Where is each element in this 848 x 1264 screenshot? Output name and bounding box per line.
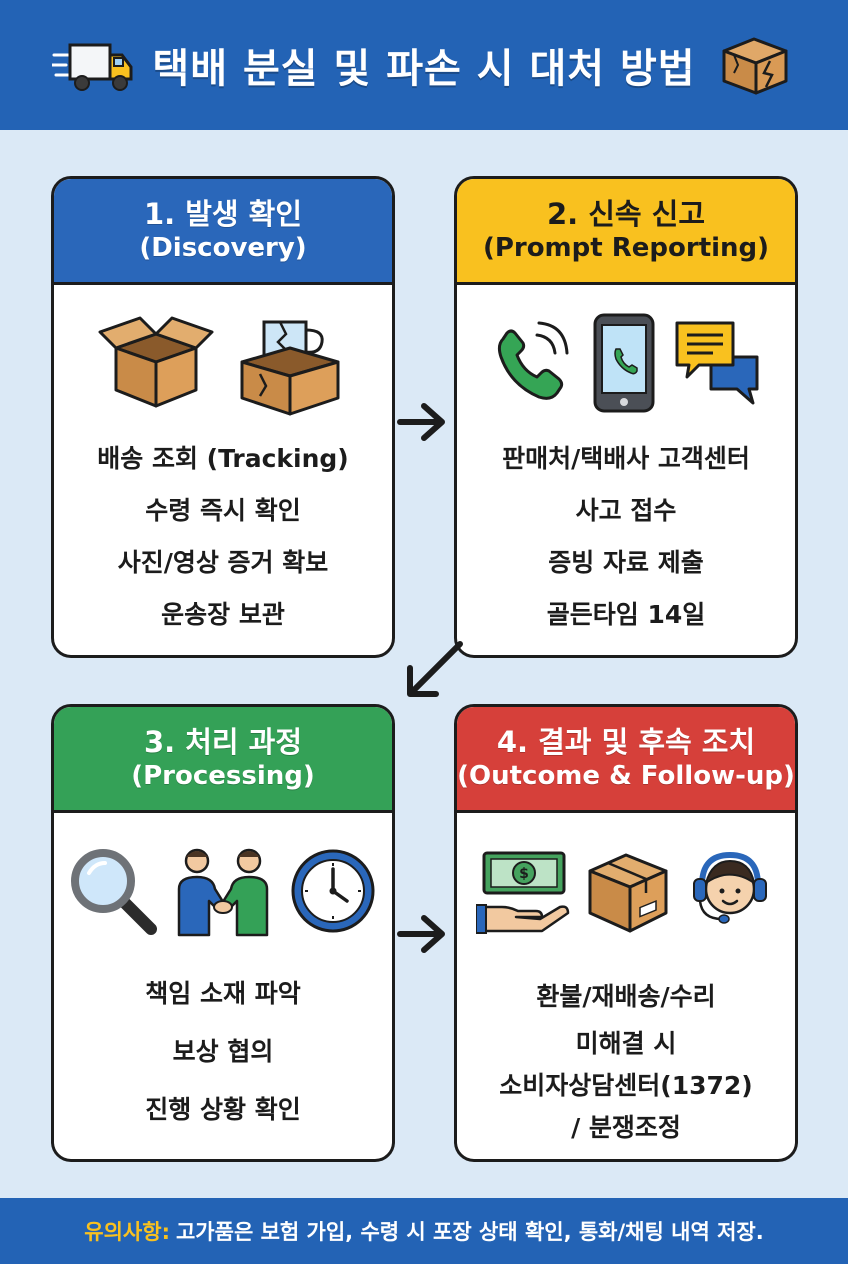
- step-detail-line: 사진/영상 증거 확보: [117, 548, 329, 577]
- step-detail-line: 책임 소재 파악: [145, 979, 301, 1008]
- clock-icon: [291, 849, 375, 933]
- step-title: 2. 신속 신고: [546, 197, 706, 232]
- chat-bubbles-icon: [675, 321, 759, 405]
- step-detail-line: 운송장 보관: [161, 600, 285, 629]
- handshake-icon: [177, 848, 269, 937]
- step-title: 3. 처리 과정: [143, 725, 303, 760]
- step-detail-line: 골든타임 14일: [546, 600, 706, 629]
- open-box-icon: [98, 316, 214, 408]
- step-title: 1. 발생 확인: [143, 197, 303, 232]
- step-detail-line: 사고 접수: [575, 496, 677, 525]
- smartphone-icon: [593, 313, 655, 413]
- step-details: 환불/재배송/수리 미해결 시 소비자상담센터(1372) / 분쟁조정: [457, 971, 795, 1149]
- arrow-right-icon: [397, 403, 445, 441]
- step-card-prompt-reporting: 2. 신속 신고 (Prompt Reporting) 판매처/택배사 고객센터…: [454, 176, 798, 658]
- arrow-down-left-icon: [407, 641, 463, 697]
- step-details: 판매처/택배사 고객센터 사고 접수 증빙 자료 제출 골든타임 14일: [457, 433, 795, 641]
- step-detail-line: 배송 조회 (Tracking): [97, 444, 349, 473]
- step-detail-line: 진행 상황 확인: [145, 1095, 301, 1124]
- money-hand-icon: $: [476, 851, 570, 934]
- step-card-header: 4. 결과 및 후속 조치 (Outcome & Follow-up): [457, 707, 795, 813]
- step-title: 4. 결과 및 후속 조치: [496, 725, 756, 760]
- header-banner: 택배 분실 및 파손 시 대처 방법: [0, 0, 848, 130]
- headset-agent-icon: [693, 851, 767, 924]
- magnifier-icon: [71, 849, 157, 935]
- step-detail-line: 소비자상담센터(1372): [499, 1071, 753, 1100]
- note-label: 유의사항:: [84, 1220, 170, 1244]
- step-subtitle: (Processing): [131, 761, 315, 792]
- step-detail-line: 판매처/택배사 고객센터: [502, 444, 750, 473]
- step-card-header: 3. 처리 과정 (Processing): [54, 707, 392, 813]
- step-card-outcome-follow-up: 4. 결과 및 후속 조치 (Outcome & Follow-up) $: [454, 704, 798, 1162]
- step-details: 책임 소재 파악 보상 협의 진행 상황 확인: [54, 965, 392, 1139]
- step-subtitle: (Outcome & Follow-up): [457, 761, 795, 792]
- note-text: 고가품은 보험 가입, 수령 시 포장 상태 확인, 통화/채팅 내역 저장.: [175, 1220, 764, 1244]
- box-icon: [588, 853, 668, 933]
- step-detail-line: 보상 협의: [172, 1037, 274, 1066]
- step-detail-line: / 분쟁조정: [571, 1113, 681, 1142]
- step-card-discovery: 1. 발생 확인 (Discovery) 배송 조회 (Tracking) 수령…: [51, 176, 395, 658]
- step-card-header: 1. 발생 확인 (Discovery): [54, 179, 392, 285]
- step-subtitle: (Discovery): [139, 233, 307, 264]
- page-title: 택배 분실 및 파손 시 대처 방법: [152, 46, 696, 92]
- damaged-box-icon: [722, 37, 788, 95]
- step-detail-line: 환불/재배송/수리: [536, 982, 716, 1011]
- step-detail-line: 수령 즉시 확인: [145, 496, 301, 525]
- svg-text:$: $: [519, 866, 529, 882]
- step-detail-line: 미해결 시: [575, 1029, 677, 1058]
- step-detail-line: 증빙 자료 제출: [548, 548, 704, 577]
- footer-note: 유의사항: 고가품은 보험 가입, 수령 시 포장 상태 확인, 통화/채팅 내…: [0, 1198, 848, 1264]
- broken-mug-box-icon: [240, 320, 340, 416]
- truck-icon: [52, 43, 133, 91]
- arrow-right-icon: [397, 915, 445, 953]
- step-card-header: 2. 신속 신고 (Prompt Reporting): [457, 179, 795, 285]
- step-card-processing: 3. 처리 과정 (Processing): [51, 704, 395, 1162]
- step-details: 배송 조회 (Tracking) 수령 즉시 확인 사진/영상 증거 확보 운송…: [54, 433, 392, 641]
- step-subtitle: (Prompt Reporting): [482, 233, 770, 264]
- phone-icon: [497, 321, 569, 400]
